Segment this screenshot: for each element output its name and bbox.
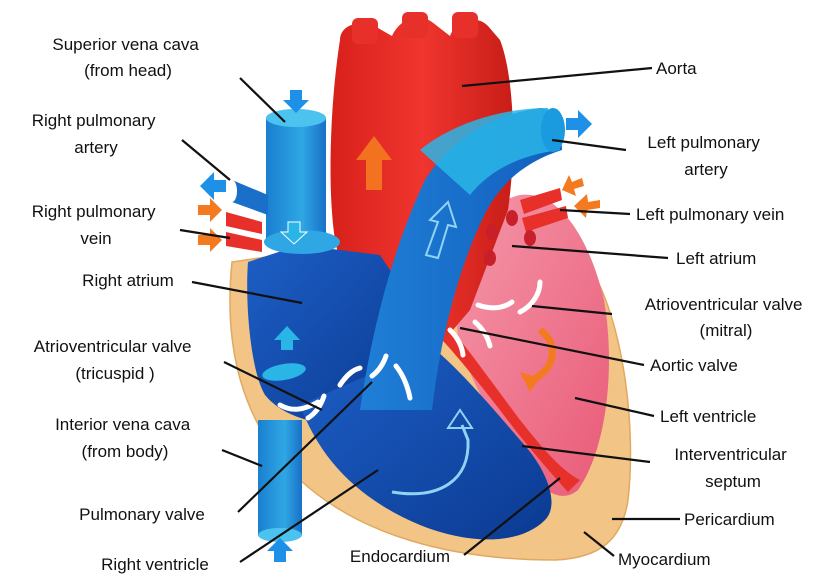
label-septum: Interventricular septum <box>674 445 791 491</box>
label-right-pulmonary-artery: Right pulmonary artery <box>32 111 161 157</box>
label-myocardium: Myocardium <box>618 550 711 569</box>
label-superior-vena-cava: Superior vena cava (from head) <box>52 35 203 80</box>
label-left-ventricle: Left ventricle <box>660 407 756 426</box>
label-inferior-vena-cava: Interior vena cava (from body) <box>55 415 195 461</box>
right-pv-inflow-arrow-2 <box>198 228 222 252</box>
right-pa-outflow-arrow <box>200 172 226 200</box>
label-aorta: Aorta <box>656 59 697 78</box>
label-pericardium: Pericardium <box>684 510 775 529</box>
left-pv-inflow-arrow-2 <box>574 194 600 218</box>
right-pulmonary-vein-shape-1 <box>226 212 262 234</box>
leader-left-pulmonary-vein <box>560 210 630 214</box>
label-right-atrium: Right atrium <box>82 271 174 290</box>
label-endocardium: Endocardium <box>350 547 450 566</box>
aorta-branch-2 <box>402 12 428 38</box>
label-tricuspid: Atrioventricular valve (tricuspid ) <box>34 337 197 383</box>
leader-right-pulmonary-artery <box>182 140 230 180</box>
leader-inferior-vena-cava <box>222 450 262 466</box>
left-pulmonary-artery-opening <box>541 108 565 152</box>
right-pv-inflow-arrow-1 <box>198 198 222 222</box>
leader-superior-vena-cava <box>240 78 285 122</box>
aorta-branch-1 <box>352 18 378 44</box>
label-pulmonary-valve: Pulmonary valve <box>79 505 205 524</box>
right-pulmonary-vein-shape-2 <box>226 232 262 252</box>
heart-illustration <box>198 12 630 562</box>
label-left-pulmonary-artery: Left pulmonary artery <box>647 133 764 179</box>
pv-dot-4 <box>484 250 496 266</box>
pv-dot-1 <box>506 210 518 226</box>
pv-dot-2 <box>524 230 536 246</box>
right-pulmonary-artery-shape <box>232 180 268 215</box>
label-mitral: Atrioventricular valve (mitral) <box>645 295 808 340</box>
label-left-pulmonary-vein: Left pulmonary vein <box>636 205 784 224</box>
label-right-pulmonary-vein: Right pulmonary vein <box>32 202 161 248</box>
label-left-atrium: Left atrium <box>676 249 756 268</box>
right-pulmonary-artery-opening <box>227 180 237 202</box>
inferior-vena-cava-shape <box>258 420 302 535</box>
pv-dot-3 <box>486 224 498 240</box>
left-pa-outflow-arrow <box>566 110 592 138</box>
leader-left-pulmonary-artery <box>552 140 626 150</box>
left-pv-inflow-arrow-1 <box>562 175 584 196</box>
label-right-ventricle: Right ventricle <box>101 555 209 574</box>
label-aortic-valve: Aortic valve <box>650 356 738 375</box>
aorta-branch-3 <box>452 12 478 38</box>
